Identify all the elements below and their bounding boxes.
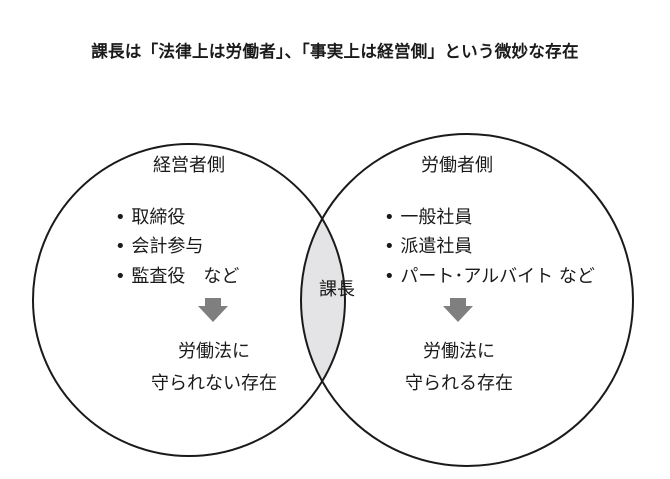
right-result-line1: 労働法に — [423, 341, 495, 362]
page-title: 課長は「法律上は労働者」、「事実上は経営側」という微妙な存在 — [91, 42, 579, 61]
left-result-line1: 労働法に — [178, 341, 250, 362]
left-list-item: • 取締役 — [115, 207, 186, 228]
right-list-item: • 一般社員 — [384, 207, 473, 228]
right-result-text: 労働法に 守られる存在 — [384, 336, 534, 400]
left-result-text: 労働法に 守られない存在 — [134, 336, 294, 400]
left-circle-heading: 経営者側 — [153, 155, 225, 176]
right-list-item: • パート･アルバイト など — [384, 266, 595, 287]
left-list-item: • 監査役 など — [115, 266, 240, 287]
right-circle-heading: 労働者側 — [421, 155, 493, 176]
overlap-label: 課長 — [319, 279, 355, 300]
right-list-item: • 派遣社員 — [384, 236, 473, 257]
left-circle — [32, 143, 346, 457]
right-result-line2: 守られる存在 — [405, 373, 513, 394]
right-circle — [300, 133, 634, 467]
left-list-item: • 会計参与 — [115, 236, 204, 257]
right-down-arrow-icon — [443, 298, 473, 322]
left-result-line2: 守られない存在 — [151, 373, 277, 394]
left-down-arrow-icon — [198, 298, 228, 322]
